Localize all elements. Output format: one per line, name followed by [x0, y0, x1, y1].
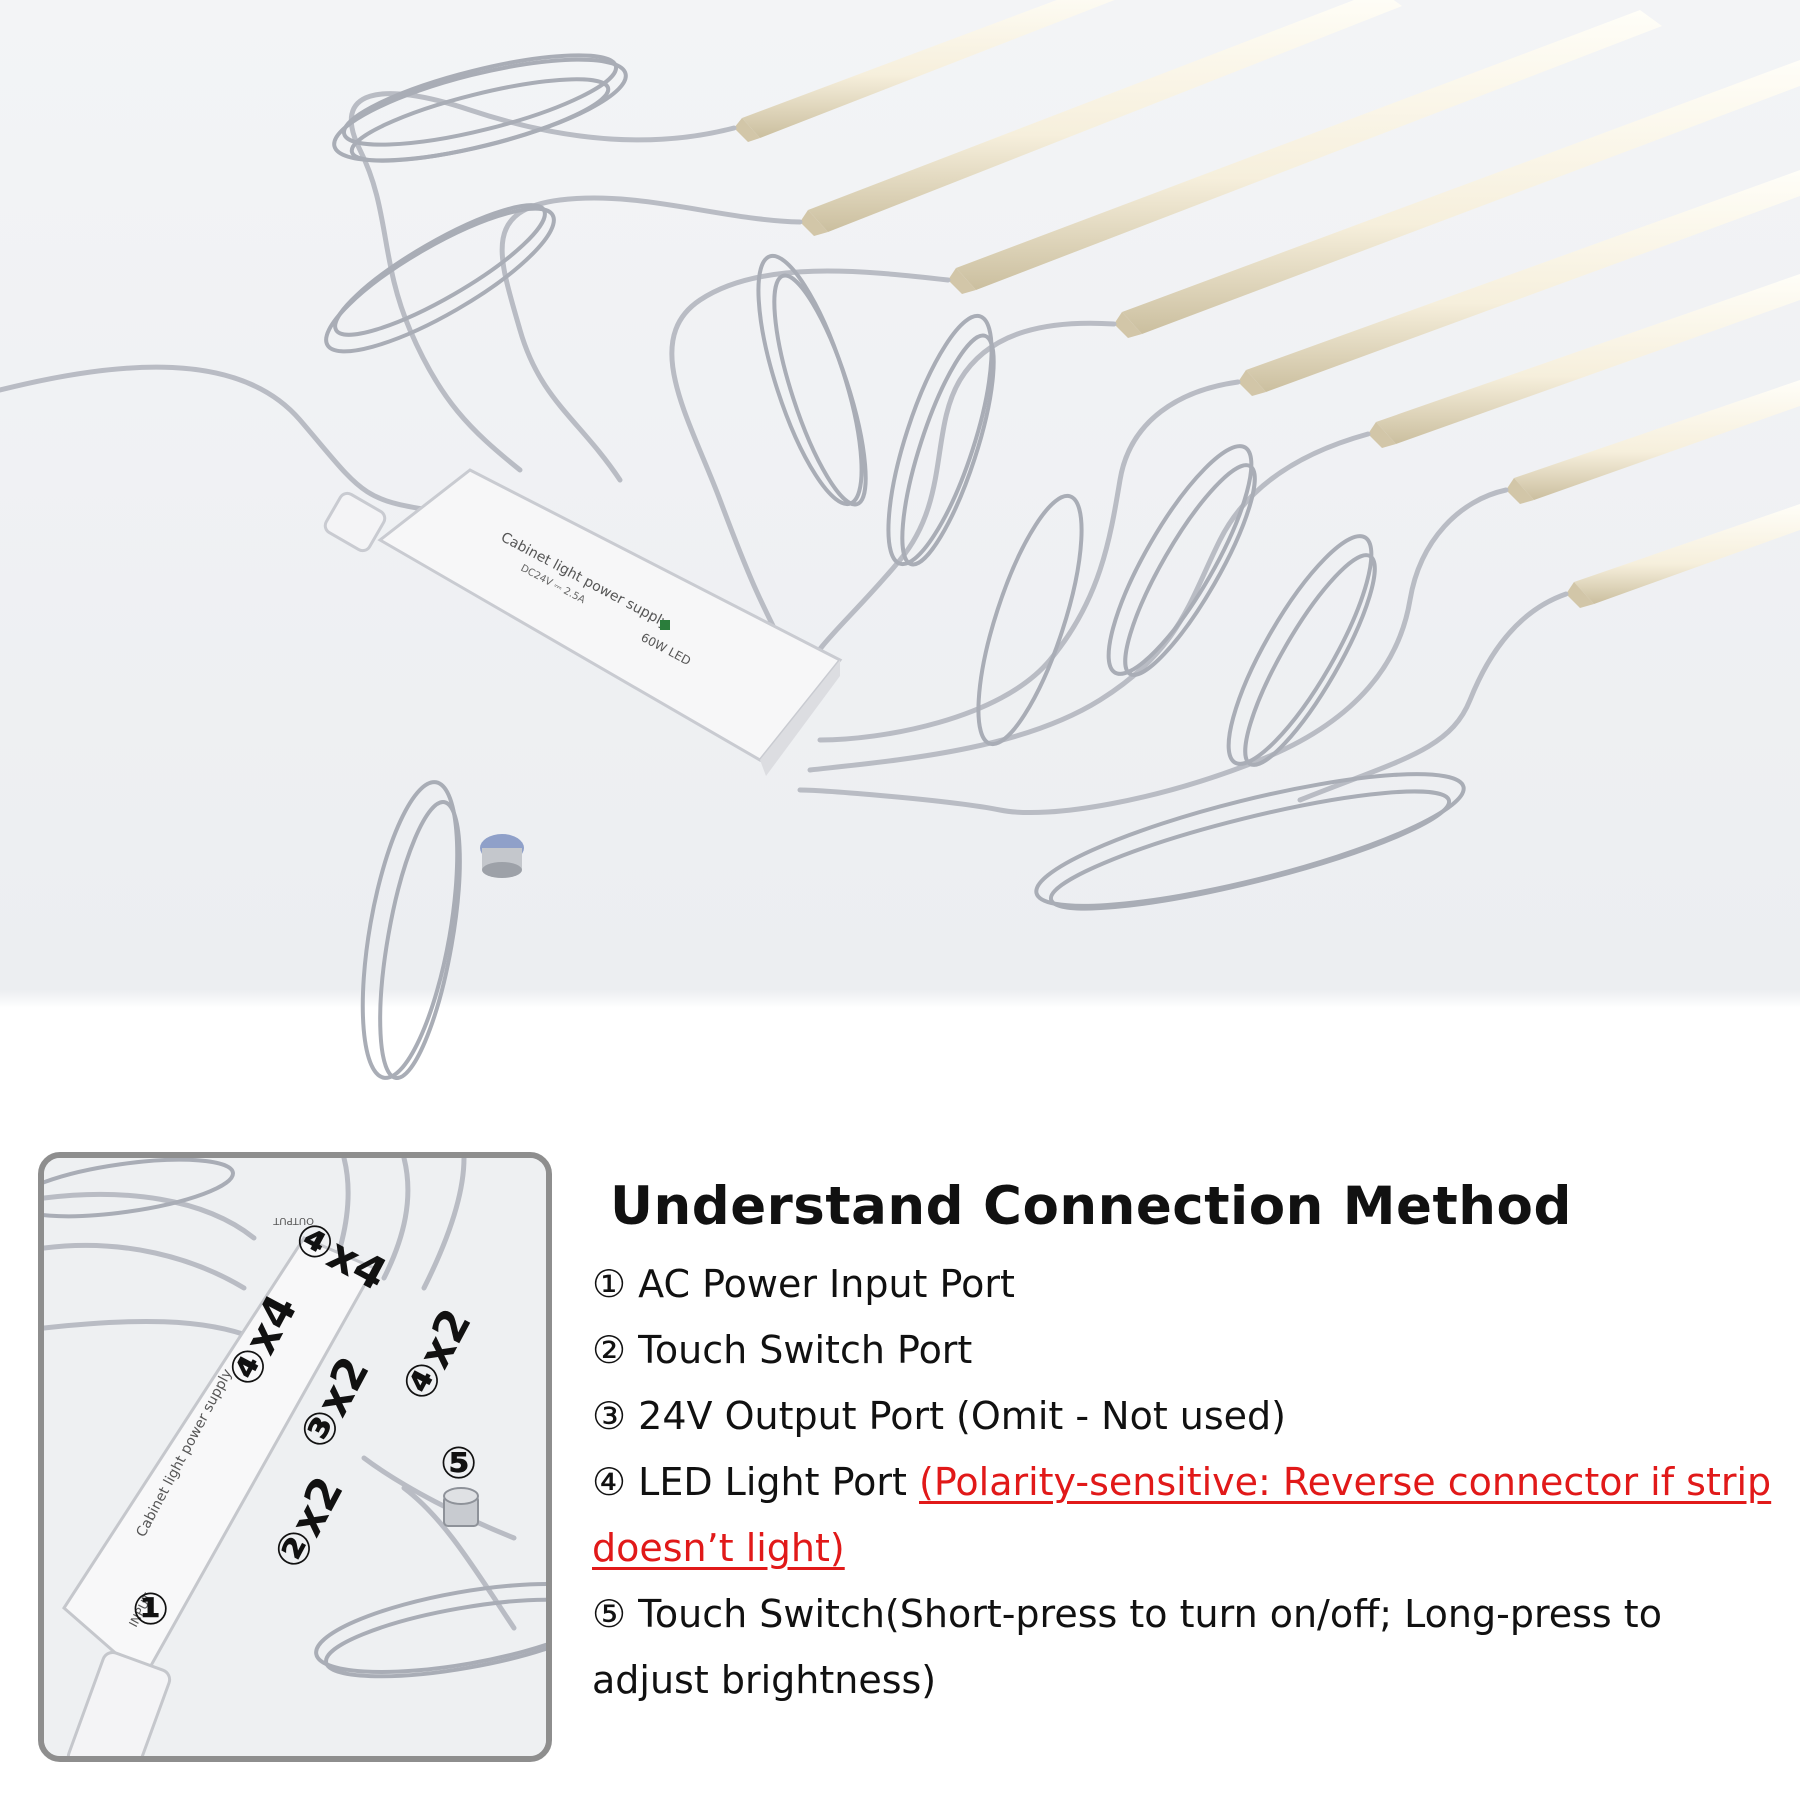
callout-ac-input: ①: [132, 1584, 170, 1635]
led-strip: [1566, 504, 1800, 608]
polarity-warning: (Polarity-sensitive: Reverse connector i…: [592, 1460, 1772, 1570]
led-strip: [1368, 274, 1800, 448]
instructions-title: Understand Connection Method: [610, 1176, 1572, 1237]
instruction-ac-input: ① AC Power Input Port: [592, 1262, 1015, 1306]
touch-switch: [480, 834, 524, 878]
led-strips: [734, 0, 1800, 608]
cable-coils: [324, 53, 1466, 1080]
led-strip: [800, 0, 1402, 236]
led-strip: [1238, 170, 1800, 396]
inset-closeup: Cabinet light power supply INPUT OUTPUT …: [38, 1152, 552, 1762]
led-strip: [1506, 380, 1800, 504]
instruction-led-port: ④ LED Light Port (Polarity-sensitive: Re…: [592, 1460, 1772, 1570]
inset-touch-switch: [443, 1487, 479, 1527]
inset-output-label: OUTPUT: [272, 1215, 314, 1226]
led-strip: [948, 10, 1662, 294]
instruction-24v-output: ③ 24V Output Port (Omit - Not used): [592, 1394, 1287, 1438]
instruction-touch-switch: ⑤ Touch Switch(Short-press to turn on/of…: [592, 1592, 1662, 1702]
cables: [0, 91, 1569, 816]
instructions-panel: Understand Connection Method ① AC Power …: [592, 1176, 1782, 1713]
callout-touch-switch: ⑤: [440, 1438, 478, 1489]
power-supply-box: Cabinet light power supply DC24V ⎓ 2.5A …: [323, 468, 843, 776]
inset-photo: Cabinet light power supply INPUT OUTPUT: [44, 1158, 546, 1756]
instruction-touch-switch-port: ② Touch Switch Port: [592, 1328, 973, 1372]
led-strip: [734, 0, 1115, 142]
led-strip: [1114, 60, 1800, 338]
product-photo: Cabinet light power supply DC24V ⎓ 2.5A …: [0, 0, 1800, 1080]
